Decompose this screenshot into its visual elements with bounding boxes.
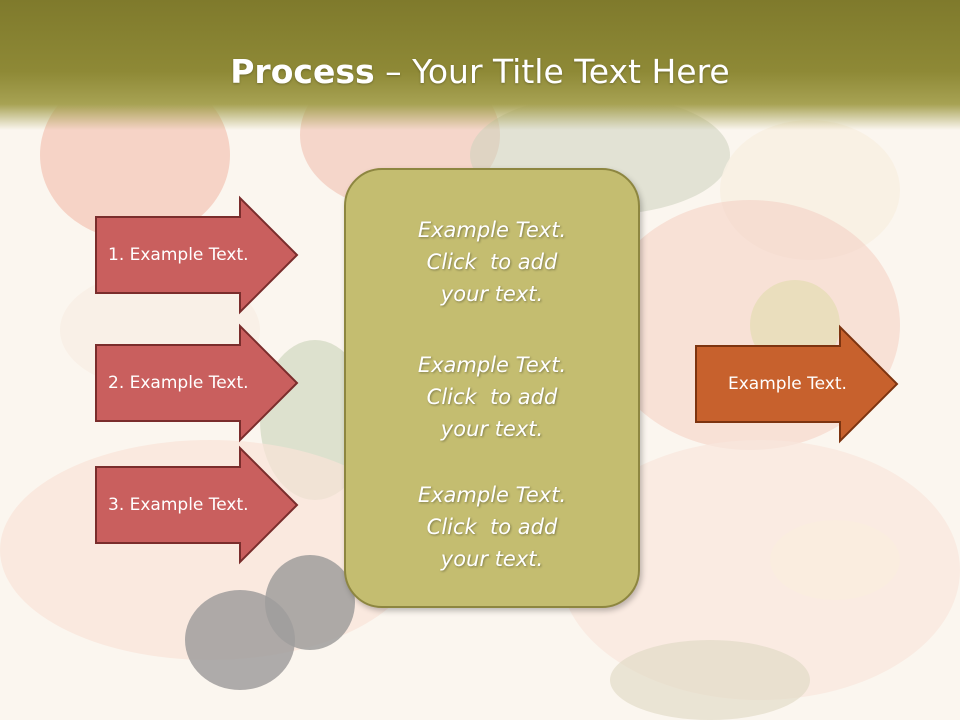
left-arrow-2-label: 2. Example Text. [108, 373, 249, 393]
paragraph-line: Click to add [426, 385, 558, 409]
right-arrow-output[interactable]: Example Text. [695, 324, 899, 444]
paragraph-line: Example Text. [417, 353, 567, 377]
left-arrow-1[interactable]: 1. Example Text. [95, 195, 299, 315]
center-paragraph-3: Example Text. Click to add your text. [346, 479, 638, 575]
right-arrow-shape-icon [695, 324, 899, 444]
title-bold: Process [230, 52, 375, 91]
paragraph-line: Click to add [426, 250, 558, 274]
paragraph-line: Click to add [426, 515, 558, 539]
center-paragraph-1: Example Text. Click to add your text. [346, 214, 638, 310]
title-rest: – Your Title Text Here [374, 52, 730, 91]
paragraph-line: your text. [440, 547, 544, 571]
paragraph-line: your text. [440, 282, 544, 306]
left-arrow-1-label: 1. Example Text. [108, 245, 249, 265]
title-band [0, 0, 960, 130]
paragraph-line: Example Text. [417, 483, 567, 507]
right-arrow-shape-icon [95, 323, 299, 443]
paragraph-line: Example Text. [417, 218, 567, 242]
center-text-box[interactable]: Example Text. Click to add your text. Ex… [344, 168, 640, 608]
slide-title[interactable]: Process – Your Title Text Here [0, 52, 960, 91]
left-arrow-3[interactable]: 3. Example Text. [95, 445, 299, 565]
right-arrow-label: Example Text. [728, 374, 847, 394]
paragraph-line: your text. [440, 417, 544, 441]
left-arrow-2[interactable]: 2. Example Text. [95, 323, 299, 443]
center-paragraph-2: Example Text. Click to add your text. [346, 349, 638, 445]
right-arrow-shape-icon [95, 445, 299, 565]
right-arrow-shape-icon [95, 195, 299, 315]
left-arrow-3-label: 3. Example Text. [108, 495, 249, 515]
